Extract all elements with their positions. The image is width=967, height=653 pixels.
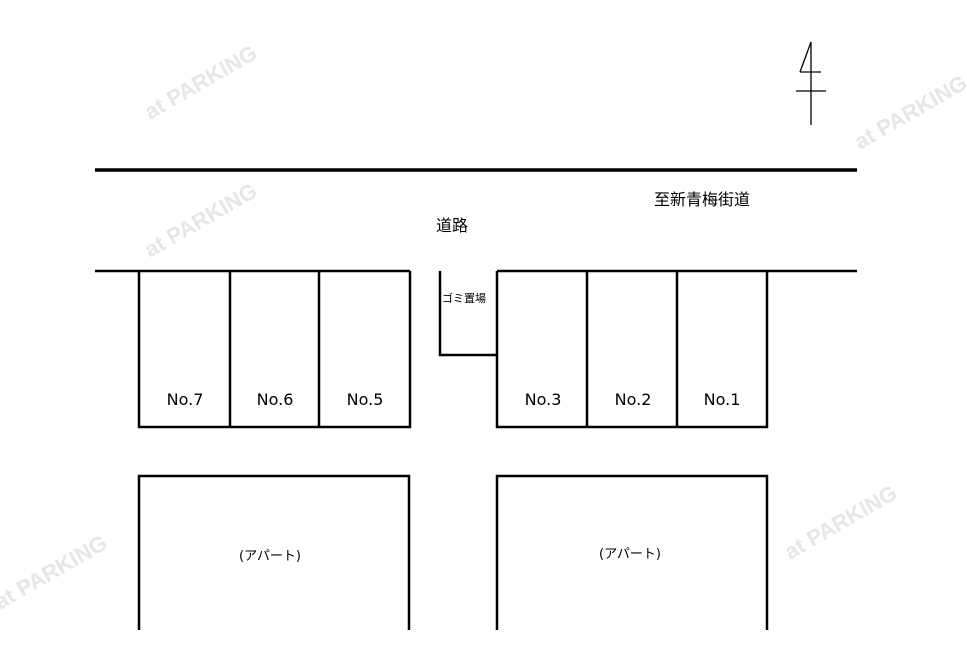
- building-right: [495, 474, 769, 630]
- parking-space-3[interactable]: No.3: [524, 390, 562, 409]
- direction-label: 至新青梅街道: [654, 190, 751, 209]
- parking-space-5[interactable]: No.5: [346, 390, 384, 409]
- garbage-area: [438, 271, 497, 357]
- watermarks: at PARKING at PARKING at PARKING at PARK…: [0, 40, 967, 614]
- parking-space-6[interactable]: No.6: [256, 390, 294, 409]
- svg-text:at PARKING: at PARKING: [850, 70, 967, 154]
- svg-text:at PARKING: at PARKING: [0, 530, 111, 614]
- parking-space-7[interactable]: No.7: [166, 390, 204, 409]
- building-left: [137, 474, 411, 630]
- parking-space-2[interactable]: No.2: [614, 390, 652, 409]
- garbage-label: ゴミ置場: [442, 292, 486, 305]
- building-left-label: (アパート): [239, 549, 301, 564]
- svg-text:at PARKING: at PARKING: [140, 178, 261, 262]
- north-arrow-icon: [796, 41, 826, 125]
- parking-block-left: [137, 271, 412, 429]
- road-label: 道路: [436, 216, 469, 235]
- building-right-label: (アパート): [599, 547, 661, 562]
- svg-text:at PARKING: at PARKING: [140, 40, 261, 124]
- svg-text:at PARKING: at PARKING: [780, 480, 901, 564]
- parking-space-1[interactable]: No.1: [703, 390, 741, 409]
- parking-block-right: [495, 271, 769, 429]
